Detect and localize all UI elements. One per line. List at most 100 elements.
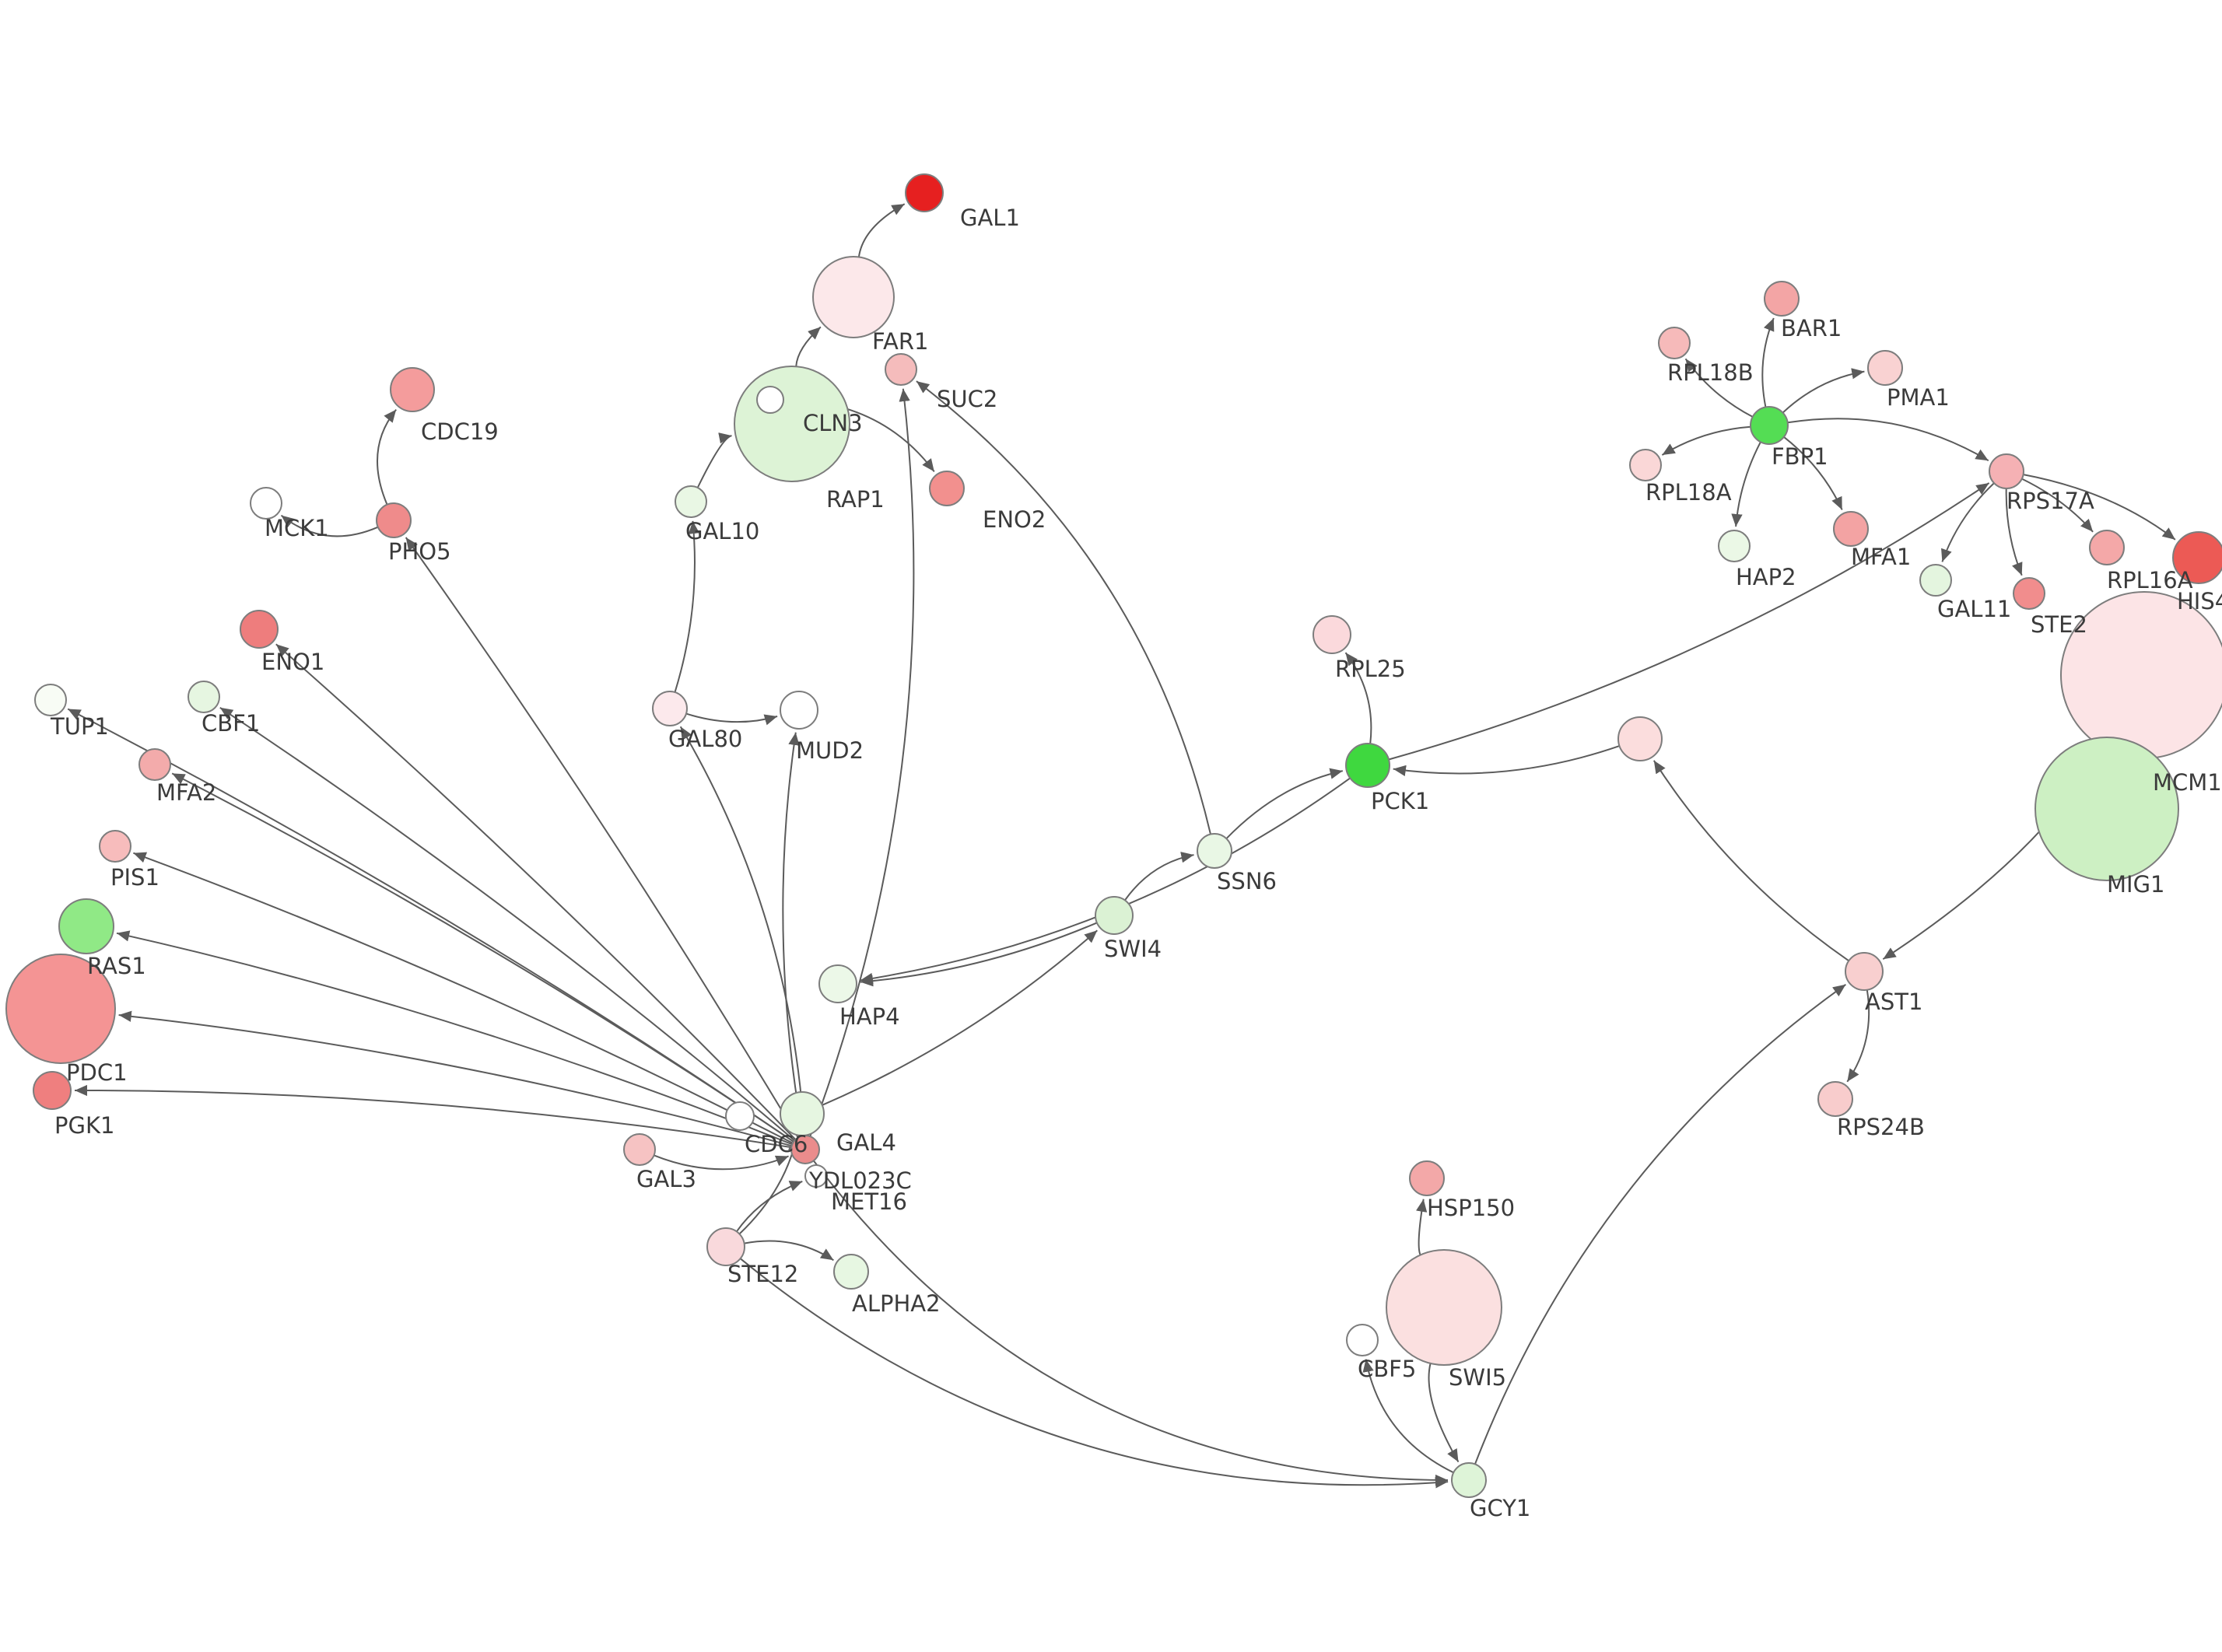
node-label-YDL023C: YDL023C [808, 1167, 912, 1194]
node-MUD2[interactable] [780, 691, 818, 730]
node-AST1[interactable] [1845, 952, 1884, 991]
node-CDC6[interactable] [725, 1101, 755, 1131]
node-label-CBF1: CBF1 [202, 710, 260, 737]
node-CBF1[interactable] [188, 681, 220, 713]
edge-FBP1-RPL18A [1661, 425, 1751, 456]
node-RPL18B[interactable] [1658, 327, 1691, 359]
node-label-BAR1: BAR1 [1781, 315, 1842, 341]
node-HAP4[interactable] [818, 964, 857, 1003]
edge-PHO5-MCK1 [280, 514, 379, 537]
node-RPS17A[interactable] [1989, 453, 2024, 489]
edge-GAL4-CBF1 [219, 706, 795, 1142]
node-CBF5[interactable] [1346, 1324, 1379, 1356]
node-ALPHA2[interactable] [833, 1254, 869, 1290]
edge-layer [67, 203, 2176, 1489]
node-ENO2[interactable] [929, 471, 965, 506]
node-label-CDC19: CDC19 [421, 418, 499, 445]
edge-FBP1-HAP2 [1731, 441, 1761, 527]
node-RAP1[interactable] [756, 386, 784, 414]
edge-YDL023C-SWI4 [822, 929, 1098, 1106]
node-GCY1[interactable] [1451, 1462, 1487, 1498]
node-MCK1[interactable] [250, 487, 282, 520]
node-SSN6[interactable] [1197, 833, 1232, 869]
node-CDC19[interactable] [390, 367, 435, 412]
node-FBP1[interactable] [1750, 406, 1789, 445]
node-PDC1[interactable] [5, 954, 116, 1064]
node-PGK1[interactable] [33, 1071, 72, 1110]
node-label-SWI4: SWI4 [1104, 936, 1162, 962]
node-RPS24B[interactable] [1817, 1081, 1853, 1117]
node-label-PHO5: PHO5 [388, 538, 451, 565]
edge-GAL80-GAL10 [674, 520, 700, 693]
node-label-GAL4: GAL4 [836, 1129, 896, 1156]
node-layer [5, 173, 2222, 1498]
node-PIS1[interactable] [99, 830, 131, 863]
node-GAL80[interactable] [652, 691, 688, 726]
node-GAL11[interactable] [1919, 564, 1952, 597]
edge-GAL4-PHO5 [405, 537, 799, 1139]
edge-GAL4-MUD2 [782, 732, 804, 1136]
node-label-MET16: MET16 [831, 1188, 907, 1215]
node-GAL10[interactable] [675, 485, 707, 518]
edge-AST1-RPS24B [1846, 989, 1870, 1083]
edge-GAL4-TUP1 [67, 708, 794, 1143]
node-label-RPL18A: RPL18A [1645, 479, 1732, 506]
node-PMA1[interactable] [1867, 350, 1903, 386]
node-RAS1[interactable] [58, 898, 114, 954]
node-label-RPS17A: RPS17A [2006, 488, 2094, 514]
edge-SWI4-SSN6 [1124, 852, 1194, 901]
node-PHO5[interactable] [376, 502, 412, 538]
edge-STE12-GCY1 [739, 1258, 1449, 1489]
node-PCK1[interactable] [1345, 743, 1390, 788]
node-FAR1[interactable] [812, 256, 895, 338]
node-HAP2[interactable] [1718, 530, 1751, 562]
edge-SSN6-SUC2 [916, 380, 1211, 835]
edge-SWI5-HSP150 [1416, 1199, 1428, 1255]
node-MET16[interactable] [804, 1164, 828, 1188]
node-label-RPL16A: RPL16A [2107, 567, 2193, 593]
node-GAL4[interactable] [790, 1135, 820, 1164]
node-MIG1[interactable] [2034, 737, 2179, 881]
node-GAL3[interactable] [623, 1133, 656, 1166]
node-label-MFA2: MFA2 [156, 779, 216, 806]
node-SWI5[interactable] [1386, 1249, 1502, 1366]
node-RPL18A[interactable] [1629, 449, 1662, 481]
node-label-SUC2: SUC2 [937, 386, 997, 412]
edge-FBP1-RPL18B [1684, 358, 1754, 418]
node-label-ENO2: ENO2 [983, 506, 1046, 533]
node-MFA1[interactable] [1833, 511, 1869, 547]
node-label-RPL25: RPL25 [1335, 656, 1406, 682]
node-SWI4[interactable] [1095, 896, 1134, 935]
node-BAR1[interactable] [1764, 281, 1800, 317]
node-label-SSN6: SSN6 [1217, 868, 1277, 894]
edge-FBP1-MFA1 [1783, 436, 1843, 510]
node-label-TUP1: TUP1 [50, 713, 109, 740]
node-label-GCY1: GCY1 [1470, 1495, 1530, 1521]
node-HIS4[interactable] [2172, 531, 2222, 584]
node-GAL1[interactable] [905, 173, 944, 212]
node-label-CBF5: CBF5 [1358, 1356, 1416, 1382]
node-UNK[interactable] [1617, 716, 1663, 761]
node-label-STE12: STE12 [727, 1261, 798, 1287]
node-STE2[interactable] [2013, 577, 2045, 610]
edge-SWI5-GCY1 [1428, 1363, 1460, 1463]
node-label-PMA1: PMA1 [1887, 384, 1950, 411]
edge-STE12-ALPHA2 [744, 1240, 834, 1262]
edge-GCY1-AST1 [1474, 983, 1846, 1465]
edge-GAL4-PGK1 [74, 1084, 792, 1149]
node-STE12[interactable] [706, 1227, 745, 1266]
node-RPL25[interactable] [1313, 615, 1351, 654]
node-label-MUD2: MUD2 [796, 737, 864, 764]
edge-FBP1-BAR1 [1761, 317, 1775, 408]
edge-GAL4-RAS1 [116, 930, 793, 1146]
node-ENO1[interactable] [240, 610, 279, 649]
node-RPL16A[interactable] [2089, 530, 2125, 565]
node-TUP1[interactable] [34, 684, 67, 716]
node-label-RAS1: RAS1 [87, 953, 146, 979]
node-YDL023C[interactable] [780, 1091, 825, 1136]
node-SUC2[interactable] [885, 353, 917, 386]
node-HSP150[interactable] [1409, 1160, 1445, 1196]
node-MFA2[interactable] [138, 748, 171, 781]
